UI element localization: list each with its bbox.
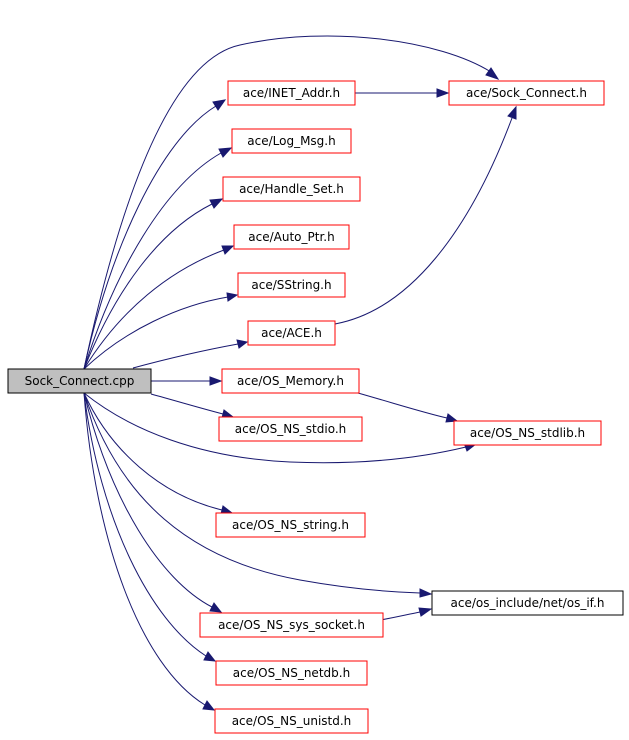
node-handle-set-box [222,176,361,202]
node-log-msg-box [231,128,352,154]
node-ace-h-label: ace/ACE.h [261,326,322,340]
edge-root-to-os-ns-netdb-arrow [203,651,217,662]
node-handle-set[interactable]: ace/Handle_Set.h [222,176,361,202]
edge-root-to-ace-h-arrow [236,339,249,349]
edge-root-to-inet-addr-arrow [212,99,227,111]
node-root-box [7,368,152,394]
node-os-if-box [431,590,624,616]
edge-root-to-os-ns-stdio [150,393,224,415]
edge-root-to-os-ns-sys-socket [83,392,213,608]
node-os-ns-string-box [215,512,366,538]
node-os-ns-stdlib-label: ace/OS_NS_stdlib.h [470,426,585,440]
edge-root-to-os-ns-stdlib [83,392,467,464]
node-os-ns-unistd[interactable]: ace/OS_NS_unistd.h [214,708,369,734]
node-os-ns-sys-socket-box [199,612,384,638]
edge-root-to-ace-h [132,343,239,369]
edge-root-to-os-ns-string [83,392,223,511]
node-os-ns-sys-socket-label: ace/OS_NS_sys_socket.h [218,618,365,632]
edge-root-to-os-if-arrow [419,588,433,598]
node-handle-set-label: ace/Handle_Set.h [239,182,344,196]
edge-root-to-sock-connect-h [83,35,492,370]
edge-root-to-os-ns-unistd [83,392,206,706]
edge-root-to-auto-ptr [83,249,225,370]
node-ace-h-box [247,320,336,346]
edge-root-to-log-msg-arrow [218,147,233,158]
edge-os-ns-sys-socket-to-os-if-arrow [418,607,433,617]
node-log-msg[interactable]: ace/Log_Msg.h [231,128,352,154]
node-os-if-label: ace/os_include/net/os_if.h [451,596,605,610]
edge-root-to-sock-connect-h-arrow [485,67,500,80]
node-os-ns-string[interactable]: ace/OS_NS_string.h [215,512,366,538]
node-os-ns-unistd-label: ace/OS_NS_unistd.h [232,714,352,728]
edge-root-to-log-msg [83,152,222,370]
node-os-ns-stdlib-box [453,420,602,446]
edge-root-to-sstring-arrow [226,292,239,302]
node-os-memory-label: ace/OS_Memory.h [237,374,344,388]
edge-ace-h-to-sock-connect-h-arrow [507,105,517,120]
edge-root-to-handle-set [83,203,213,370]
edge-root-to-inet-addr [83,105,217,370]
node-os-ns-stdio-box [218,416,363,442]
edge-os-memory-to-os-ns-stdlib-arrow [445,413,459,423]
node-sock-connect-h-label: ace/Sock_Connect.h [466,86,587,100]
node-os-ns-stdio[interactable]: ace/OS_NS_stdio.h [218,416,363,442]
node-auto-ptr[interactable]: ace/Auto_Ptr.h [233,224,350,250]
node-inet-addr-box [227,80,356,106]
node-os-ns-sys-socket[interactable]: ace/OS_NS_sys_socket.h [199,612,384,638]
node-os-memory[interactable]: ace/OS_Memory.h [221,368,360,394]
edge-root-to-os-if [83,392,421,594]
node-auto-ptr-label: ace/Auto_Ptr.h [248,230,334,244]
edges [83,35,517,711]
node-sstring-box [237,272,346,298]
node-inet-addr-label: ace/INET_Addr.h [243,86,340,100]
node-os-ns-stdio-label: ace/OS_NS_stdio.h [235,422,347,436]
edge-inet-addr-to-sock-connect-h-arrow [436,88,450,98]
node-os-ns-unistd-box [214,708,369,734]
edge-root-to-os-ns-netdb [83,392,207,657]
nodes: Sock_Connect.cpp ace/INET_Addr.h ace/Soc… [7,80,624,734]
node-os-if[interactable]: ace/os_include/net/os_if.h [431,590,624,616]
node-ace-h[interactable]: ace/ACE.h [247,320,336,346]
node-sock-connect-h[interactable]: ace/Sock_Connect.h [448,80,605,106]
edge-os-memory-to-os-ns-stdlib [357,392,448,419]
node-sock-connect-h-box [448,80,605,106]
node-os-ns-netdb-label: ace/OS_NS_netdb.h [233,666,350,680]
edge-root-to-os-ns-unistd-arrow [202,700,216,711]
edge-root-to-os-memory-arrow [209,376,223,386]
edge-ace-h-to-sock-connect-h [334,117,513,325]
node-sstring[interactable]: ace/SString.h [237,272,346,298]
node-log-msg-label: ace/Log_Msg.h [247,134,335,148]
node-os-ns-netdb[interactable]: ace/OS_NS_netdb.h [215,660,368,686]
node-os-ns-string-label: ace/OS_NS_string.h [232,518,349,532]
edge-root-to-os-ns-sys-socket-arrow [209,602,223,613]
node-sstring-label: ace/SString.h [251,278,331,292]
edge-root-to-auto-ptr-arrow [221,245,235,255]
edge-root-to-sstring [83,296,229,370]
node-inet-addr[interactable]: ace/INET_Addr.h [227,80,356,106]
node-root-label: Sock_Connect.cpp [25,374,135,388]
node-os-memory-box [221,368,360,394]
node-os-ns-netdb-box [215,660,368,686]
edge-root-to-handle-set-arrow [209,198,224,209]
node-root[interactable]: Sock_Connect.cpp [7,368,152,394]
node-os-ns-stdlib[interactable]: ace/OS_NS_stdlib.h [453,420,602,446]
node-auto-ptr-box [233,224,350,250]
